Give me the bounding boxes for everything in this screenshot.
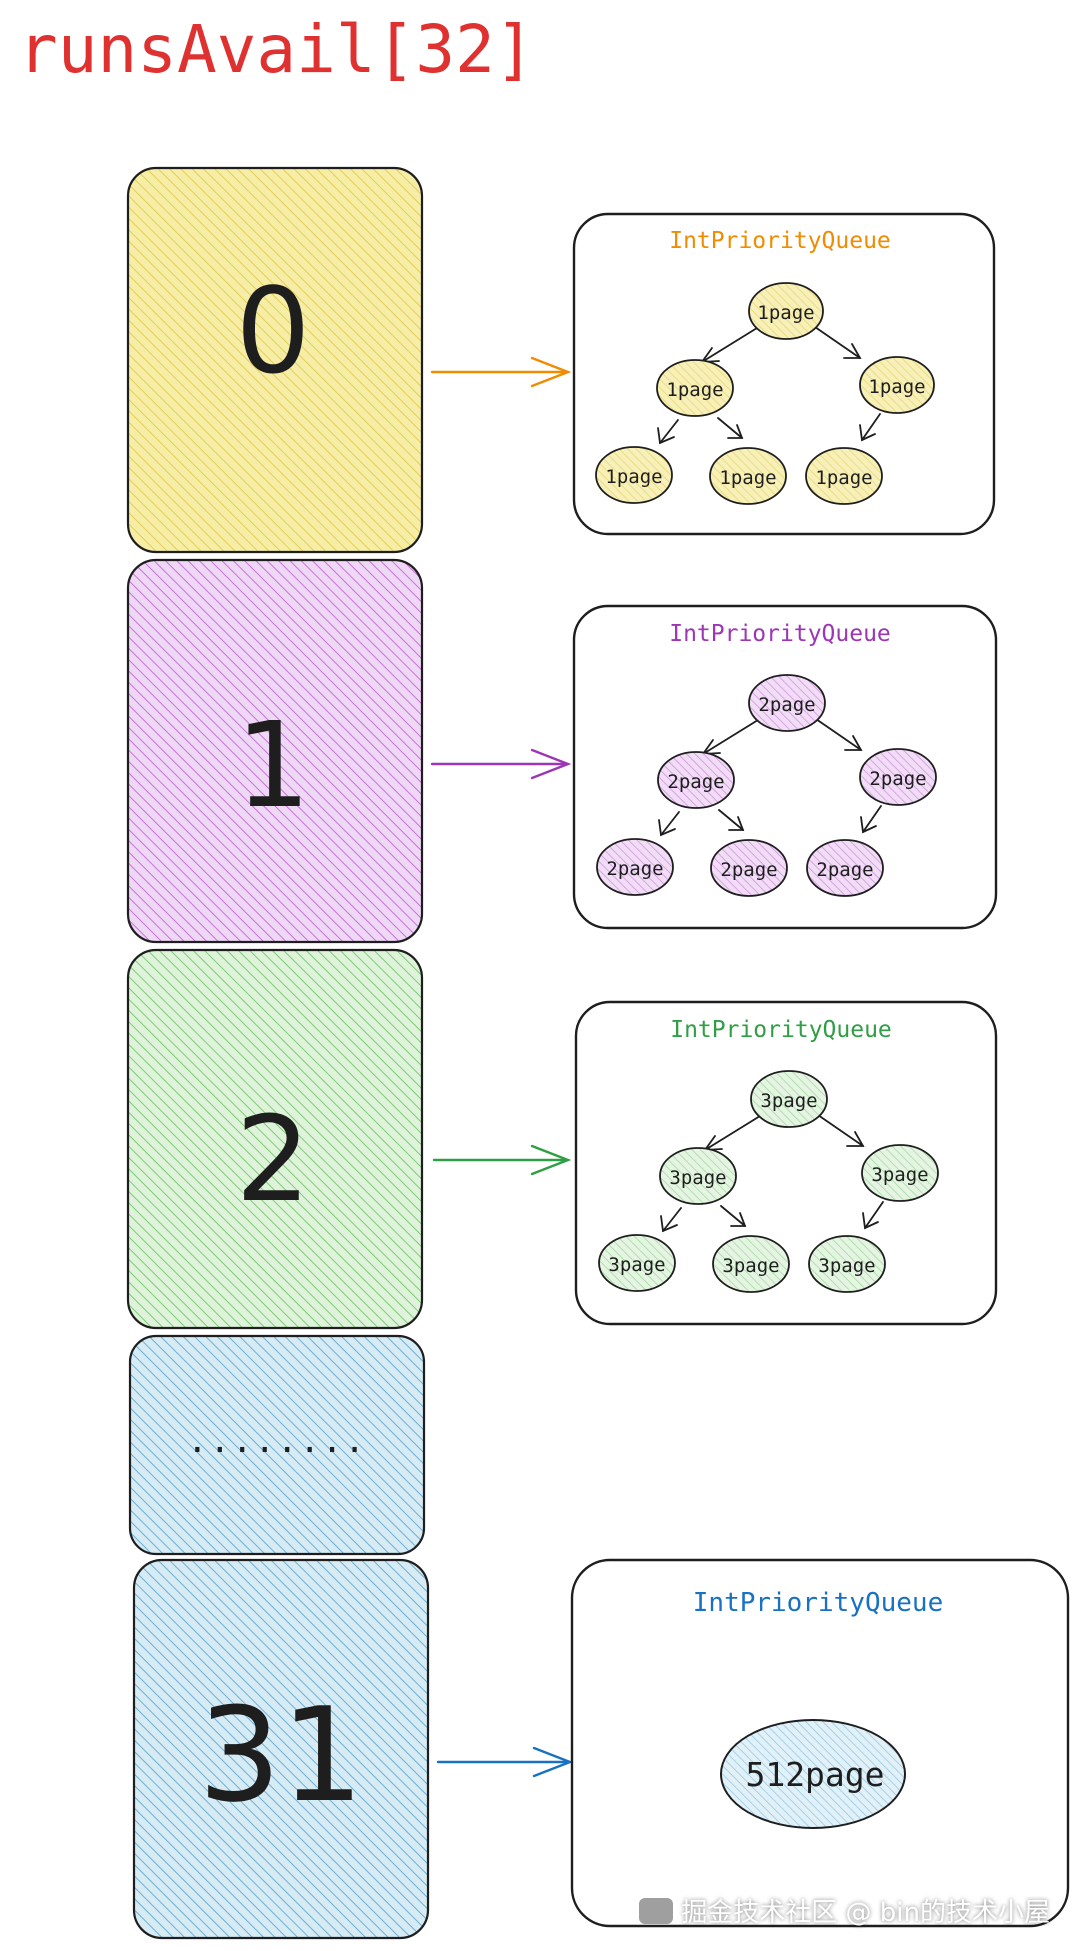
diagram-title: runsAvail[32] xyxy=(18,11,535,88)
heap-node: 512page xyxy=(720,1719,906,1829)
svg-text:1page: 1page xyxy=(666,379,723,401)
heap-node: 1page xyxy=(805,447,883,505)
svg-text:2page: 2page xyxy=(869,768,926,790)
svg-text:2page: 2page xyxy=(720,859,777,881)
priority-queue-31: IntPriorityQueue 512page xyxy=(570,1558,1070,1928)
priority-queue-0: IntPriorityQueue 1page 1page 1page 1page… xyxy=(572,212,996,536)
svg-text:1page: 1page xyxy=(605,466,662,488)
heap-node: 2page xyxy=(859,748,937,806)
svg-text:2page: 2page xyxy=(606,858,663,880)
svg-text:2page: 2page xyxy=(667,771,724,793)
heap-node: 2page xyxy=(806,839,884,897)
bucket-index-label: 2 xyxy=(235,1090,310,1228)
heap-node: 1page xyxy=(595,446,673,504)
watermark: 掘金技术社区 @ bin的技术小屋 xyxy=(639,1892,1050,1929)
heap-node: 3page xyxy=(598,1234,676,1292)
juejin-logo-icon xyxy=(639,1897,674,1924)
heap-node: 1page xyxy=(709,447,787,505)
svg-text:3page: 3page xyxy=(760,1090,817,1112)
heap-node: 3page xyxy=(861,1144,939,1202)
svg-text:1page: 1page xyxy=(757,302,814,324)
heap-node: 3page xyxy=(712,1235,790,1293)
svg-text:1page: 1page xyxy=(815,467,872,489)
bucket-index-label: 1 xyxy=(235,696,310,834)
svg-text:2page: 2page xyxy=(816,859,873,881)
svg-text:1page: 1page xyxy=(868,376,925,398)
svg-text:2page: 2page xyxy=(758,694,815,716)
bucket-index-label: ........ xyxy=(187,1421,367,1461)
bucket-index-label: 31 xyxy=(198,1679,363,1831)
heap-node: 1page xyxy=(859,356,935,414)
bucket-0: 0 xyxy=(126,166,424,554)
svg-text:3page: 3page xyxy=(871,1164,928,1186)
bucket-ellipsis: ........ xyxy=(128,1334,426,1556)
priority-queue-1: IntPriorityQueue 2page 2page 2page 2page… xyxy=(572,604,998,930)
heap-node: 3page xyxy=(750,1070,828,1128)
heap-node: 2page xyxy=(710,839,788,897)
bucket-1: 1 xyxy=(126,558,424,944)
arrow-bucket-0 xyxy=(430,356,572,388)
queue-title: IntPriorityQueue xyxy=(693,1588,943,1618)
arrow-bucket-2 xyxy=(432,1144,572,1176)
arrow-bucket-31 xyxy=(436,1746,574,1778)
heap-node: 2page xyxy=(748,674,826,732)
svg-text:512page: 512page xyxy=(745,1755,884,1794)
svg-text:1page: 1page xyxy=(719,467,776,489)
heap-node: 1page xyxy=(656,359,734,417)
queue-title: IntPriorityQueue xyxy=(669,621,891,647)
queue-title: IntPriorityQueue xyxy=(670,1017,892,1043)
heap-node: 3page xyxy=(808,1235,886,1293)
heap-node: 2page xyxy=(657,751,735,809)
svg-text:3page: 3page xyxy=(818,1255,875,1277)
bucket-index-label: 0 xyxy=(235,262,310,400)
svg-text:3page: 3page xyxy=(608,1254,665,1276)
priority-queue-2: IntPriorityQueue 3page 3page 3page 3page… xyxy=(574,1000,998,1326)
watermark-text: 掘金技术社区 @ bin的技术小屋 xyxy=(681,1898,1050,1928)
svg-text:3page: 3page xyxy=(669,1167,726,1189)
bucket-31: 31 xyxy=(132,1558,430,1940)
arrow-bucket-1 xyxy=(430,748,572,780)
heap-node: 1page xyxy=(748,282,824,340)
heap-node: 3page xyxy=(659,1147,737,1205)
svg-text:3page: 3page xyxy=(722,1255,779,1277)
queue-title: IntPriorityQueue xyxy=(669,228,891,254)
heap-node: 2page xyxy=(596,838,674,896)
bucket-2: 2 xyxy=(126,948,424,1330)
